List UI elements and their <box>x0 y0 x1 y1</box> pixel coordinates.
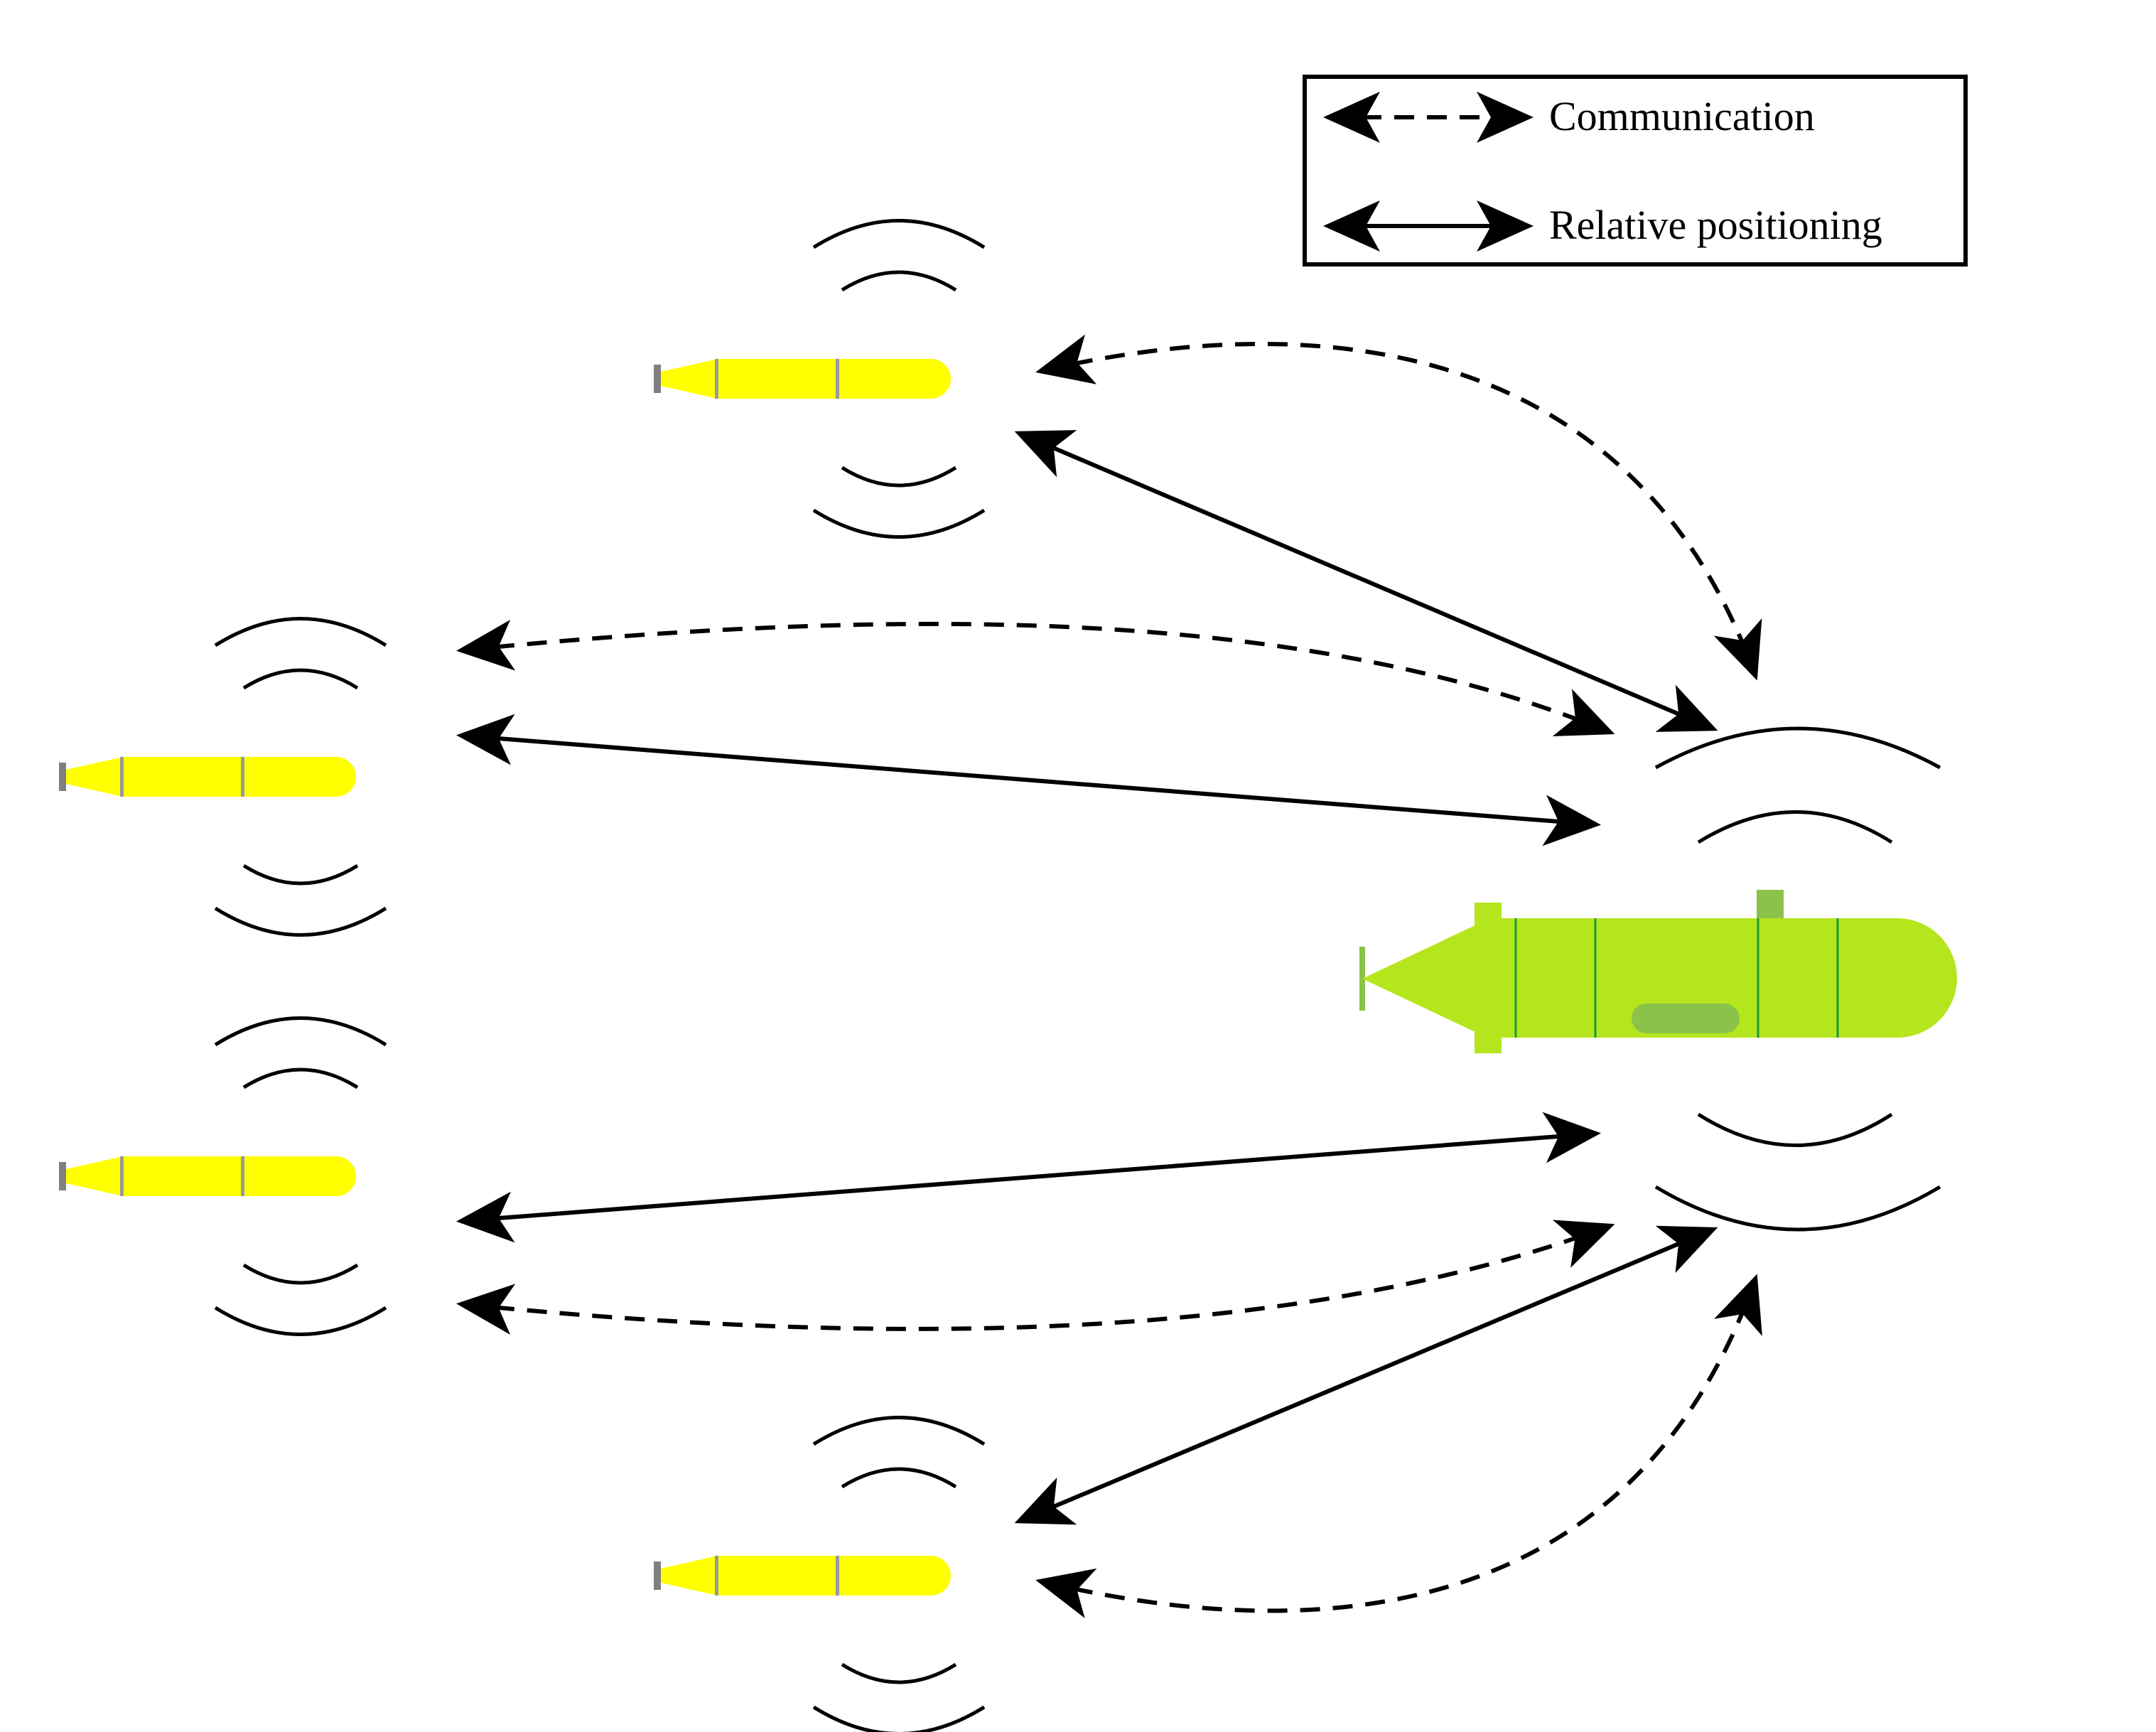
positioning-link-upper-left <box>456 714 1601 846</box>
communication-link-upper-left <box>456 620 1615 737</box>
links <box>456 334 1762 1618</box>
follower-auv-lower-left <box>59 1018 386 1335</box>
follower-auv-bottom <box>654 1418 984 1732</box>
follower-auv-upper-left <box>59 619 386 935</box>
yellow-auv-icon <box>654 359 951 399</box>
communication-link-top <box>1035 334 1762 681</box>
legend-communication-label: Communication <box>1549 93 1815 139</box>
legend-positioning-label: Relative positioning <box>1549 202 1882 248</box>
yellow-auv-icon <box>654 1556 951 1596</box>
communication-link-bottom <box>1035 1274 1762 1618</box>
communication-link-lower-left <box>456 1220 1615 1335</box>
positioning-link-bottom <box>1014 1225 1718 1525</box>
green-auv-icon <box>1359 890 1957 1053</box>
legend: Communication Relative positioning <box>1303 75 1968 267</box>
positioning-link-top <box>1014 430 1718 732</box>
sonar-waves <box>1654 726 1941 1232</box>
positioning-link-lower-left <box>456 1112 1601 1243</box>
yellow-auv-icon <box>59 1156 356 1196</box>
yellow-auv-icon <box>59 757 356 797</box>
follower-auv-top <box>654 221 984 537</box>
leader-auv <box>1359 726 1957 1232</box>
